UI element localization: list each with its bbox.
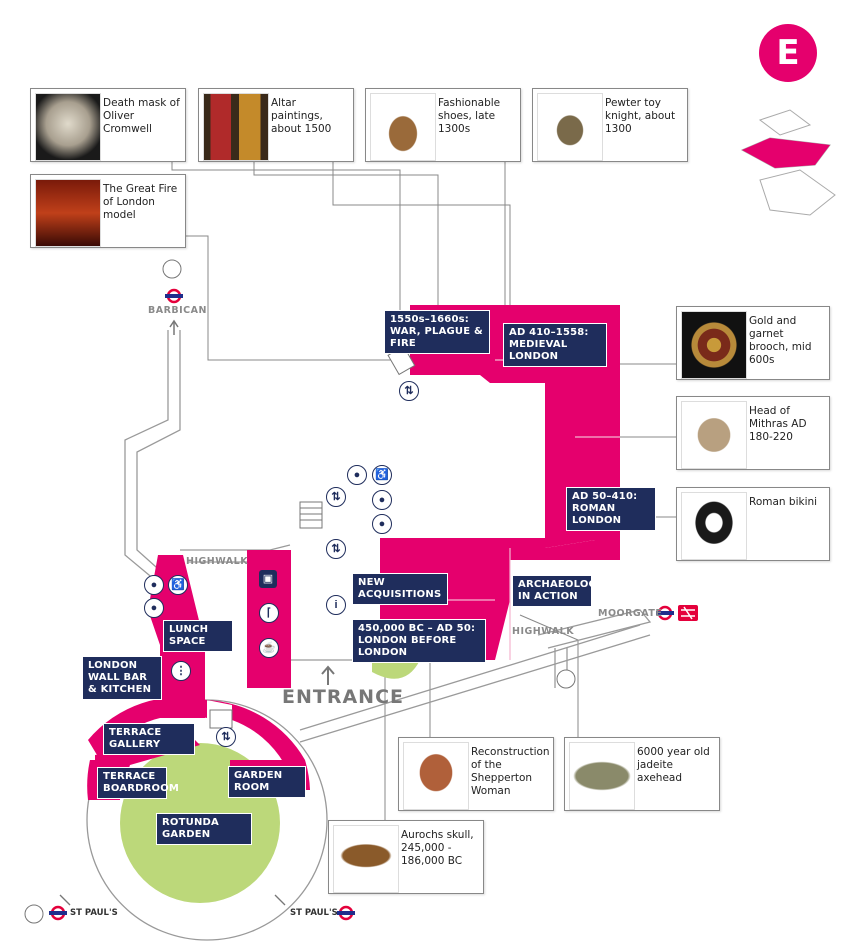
dining-icon: ⋮: [171, 661, 191, 681]
toilet-icon: ●: [372, 490, 392, 510]
toilet-icon: ●: [347, 465, 367, 485]
floor-locator-highlight: [742, 138, 830, 168]
toilet-icon: ●: [144, 598, 164, 618]
st-pauls-label: ST PAUL'S: [290, 908, 338, 918]
artefact-card-knight[interactable]: Pewter toy knight, about 1300: [532, 88, 688, 162]
garden-room-label[interactable]: GARDEN ROOM: [228, 766, 306, 798]
gallery-medieval-london[interactable]: AD 410–1558: MEDIEVAL LONDON: [503, 323, 607, 367]
artefact-card-aurochs[interactable]: Aurochs skull, 245,000 - 186,000 BC: [328, 820, 484, 894]
lift-icon: ⇅: [399, 381, 419, 401]
shop-icon: ▣: [259, 570, 277, 588]
gallery-war-plague-fire[interactable]: 1550s–1660s: WAR, PLAGUE & FIRE: [384, 310, 490, 354]
artefact-card-shepperton[interactable]: Reconstruction of the Shepperton Woman: [398, 737, 554, 811]
cloakroom-icon: ⌈: [259, 603, 279, 623]
gallery-new-acquisitions[interactable]: NEW ACQUISITIONS: [352, 573, 448, 605]
artefact-caption: Aurochs skull, 245,000 - 186,000 BC: [401, 829, 474, 867]
underground-icon: [49, 905, 67, 921]
artefact-card-mithras[interactable]: Head of Mithras AD 180-220: [676, 396, 830, 470]
mithras-head-image: [681, 401, 747, 469]
entrance-lawn: [372, 660, 420, 679]
gallery-roman-london[interactable]: AD 50–410: ROMAN LONDON: [566, 487, 656, 531]
cafe-icon: ☕: [259, 638, 279, 658]
altar-paintings-image: [203, 93, 269, 161]
artefact-card-cromwell[interactable]: Death mask of Oliver Cromwell: [30, 88, 186, 162]
terrace-boardroom-label[interactable]: TERRACE BOARDROOM: [97, 767, 179, 799]
entrance-label: ENTRANCE: [282, 686, 404, 708]
lunch-space-label[interactable]: LUNCH SPACE: [163, 620, 233, 652]
lift-icon: ⇅: [216, 727, 236, 747]
artefact-caption: Death mask of Oliver Cromwell: [103, 97, 180, 135]
entrance-arrow: [321, 665, 335, 685]
artefact-card-altar[interactable]: Altar paintings, about 1500: [198, 88, 354, 162]
toilet-icon: ●: [144, 575, 164, 595]
artefact-card-fire[interactable]: The Great Fire of London model: [30, 174, 186, 248]
info-icon[interactable]: i: [326, 595, 346, 615]
artefact-caption: Pewter toy knight, about 1300: [605, 97, 676, 135]
artefact-caption: The Great Fire of London model: [103, 183, 178, 221]
floor-letter-badge: E: [759, 24, 817, 82]
artefact-card-shoes[interactable]: Fashionable shoes, late 1300s: [365, 88, 521, 162]
accessible-toilet-icon: ♿: [168, 575, 188, 595]
underground-icon: [656, 605, 674, 621]
cromwell-mask-image: [35, 93, 101, 161]
toy-knight-image: [537, 93, 603, 161]
shepperton-woman-image: [403, 742, 469, 810]
underground-icon: [165, 288, 183, 304]
artefact-card-brooch[interactable]: Gold and garnet brooch, mid 600s: [676, 306, 830, 380]
lift-icon: [24, 259, 576, 924]
artefact-caption: Roman bikini: [749, 496, 818, 508]
lift-icon: ⇅: [326, 539, 346, 559]
gallery-london-before-london[interactable]: 450,000 BC – AD 50: LONDON BEFORE LONDON: [352, 619, 486, 663]
toilet-icon: ●: [372, 514, 392, 534]
roman-bikini-image: [681, 492, 747, 560]
moorgate-label: MOORGATE: [598, 608, 663, 619]
artefact-card-axehead[interactable]: 6000 year old jadeite axehead: [564, 737, 720, 811]
highwalk-label: HIGHWALK: [186, 556, 249, 567]
st-pauls-label: ST PAUL'S: [70, 908, 118, 918]
lift-icon: ⇅: [326, 487, 346, 507]
axehead-image: [569, 742, 635, 810]
shoes-image: [370, 93, 436, 161]
great-fire-model-image: [35, 179, 101, 247]
barbican-label: BARBICAN: [148, 305, 207, 316]
artefact-caption: Reconstruction of the Shepperton Woman: [471, 746, 550, 797]
highwalk-label: HIGHWALK: [512, 626, 575, 637]
underground-icon: [337, 905, 355, 921]
artefact-caption: 6000 year old jadeite axehead: [637, 746, 710, 784]
artefact-caption: Altar paintings, about 1500: [271, 97, 332, 135]
aurochs-skull-image: [333, 825, 399, 893]
artefact-card-bikini[interactable]: Roman bikini: [676, 487, 830, 561]
rotunda-garden-label[interactable]: ROTUNDA GARDEN: [156, 813, 252, 845]
rail-icon: [678, 605, 698, 621]
gallery-archaeology-in-action[interactable]: ARCHAEOLOGY IN ACTION: [512, 575, 604, 607]
bar-kitchen-label[interactable]: LONDON WALL BAR & KITCHEN: [82, 656, 162, 700]
accessible-toilet-icon: ♿: [372, 465, 392, 485]
artefact-caption: Head of Mithras AD 180-220: [749, 405, 807, 443]
artefact-caption: Gold and garnet brooch, mid 600s: [749, 315, 812, 366]
terrace-gallery-label[interactable]: TERRACE GALLERY: [103, 723, 195, 755]
artefact-caption: Fashionable shoes, late 1300s: [438, 97, 501, 135]
brooch-image: [681, 311, 747, 379]
